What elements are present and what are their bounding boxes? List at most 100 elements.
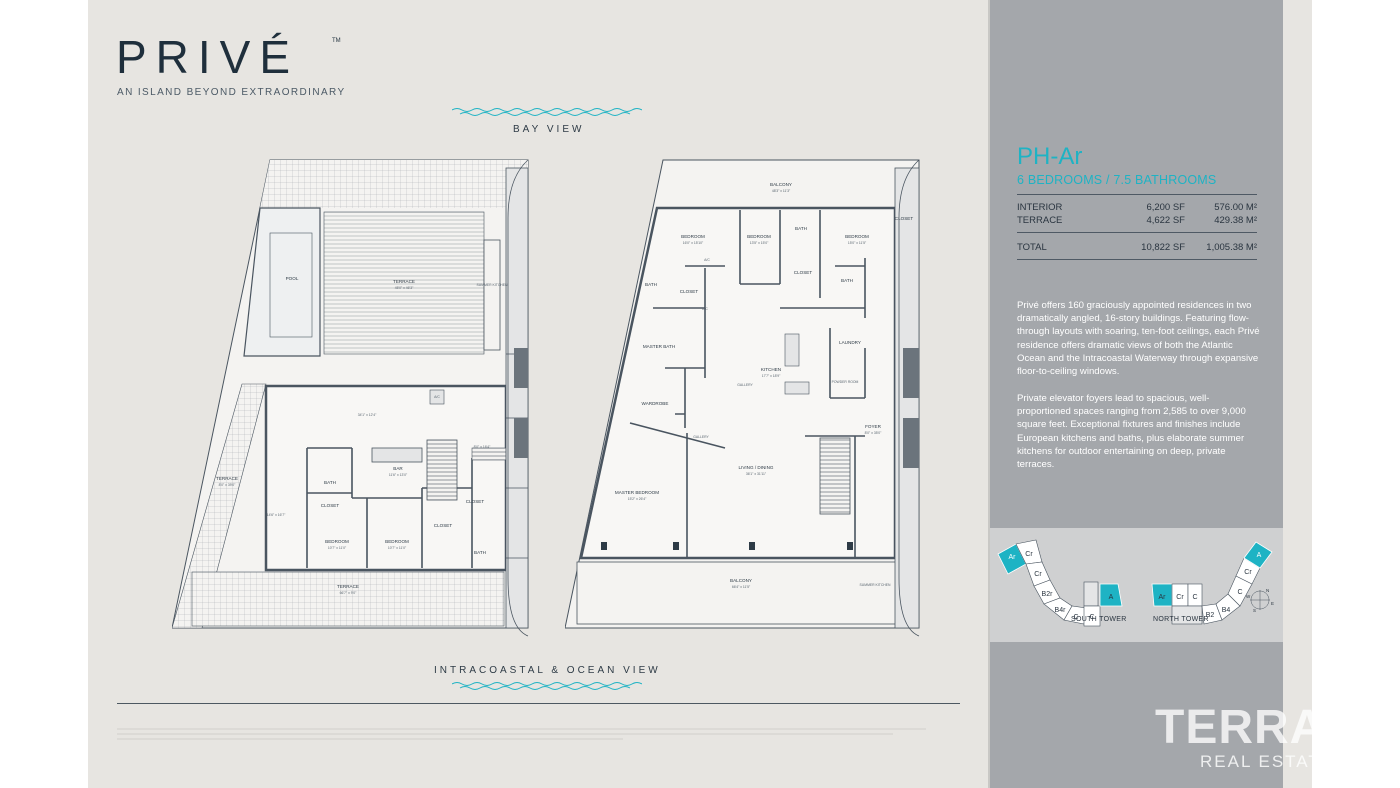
page-edge-strip xyxy=(1283,0,1312,788)
gallery-label-b: GALLERY xyxy=(693,435,709,439)
unit-rooms: 6 BEDROOMS / 7.5 BATHROOMS xyxy=(1017,173,1217,187)
bedroom-label-2: BEDROOM xyxy=(385,539,409,544)
watermark: TERRA REAL ESTATE xyxy=(1150,690,1312,788)
total-sf: 10,822 SF xyxy=(1141,242,1185,253)
bottom-balcony-dims: 66'4" x 11'5" xyxy=(732,585,751,589)
compass-e: E xyxy=(1271,601,1274,606)
north-tower-key: Ar Cr C B2 B4 C Cr A xyxy=(1151,541,1273,625)
closet-label-2: CLOSET xyxy=(466,499,485,504)
bedroom-dims-2: 10'7" x 11'0" xyxy=(388,546,407,550)
lower-level-floorplan: BALCONY 48'3" x 11'3" BEDROOM 16'0" x 15… xyxy=(565,159,920,637)
total-m2: 1,005.38 M² xyxy=(1206,242,1257,253)
description-paragraph-1: Privé offers 160 graciously appointed re… xyxy=(1017,300,1260,378)
foyer-label: FOYER xyxy=(865,424,882,429)
terrace-area-row: TERRACE 4,622 SF 429.38 M² xyxy=(1017,215,1257,227)
trademark: TM xyxy=(332,38,341,44)
bedroom-b-dims: 13'5" x 15'0" xyxy=(750,241,769,245)
south-unit-a: A xyxy=(1109,594,1114,601)
living-dining-label: LIVING / DINING xyxy=(739,465,774,470)
powder-room-label: POWDER ROOM xyxy=(832,380,859,384)
ac-label: A/C xyxy=(434,395,440,399)
master-bedroom-label: MASTER BEDROOM xyxy=(615,490,659,495)
table-top-rule xyxy=(1017,194,1257,195)
top-waves-icon xyxy=(452,108,642,116)
wardrobe-label: WARDROBE xyxy=(642,401,669,406)
side-terrace-label: TERRACE xyxy=(216,476,238,481)
top-balcony-label: BALCONY xyxy=(770,182,792,187)
north-unit-cr2: Cr xyxy=(1244,569,1252,576)
compass-s: S xyxy=(1253,608,1256,613)
watermark-line2: REAL ESTATE xyxy=(1200,752,1312,771)
gallery-dims: 8'0" x 16'4" xyxy=(474,445,492,449)
unit-info-panel xyxy=(990,0,1283,788)
north-unit-b4: B4 xyxy=(1222,607,1231,614)
summer-kitchen-label: SUMMER KITCHEN xyxy=(477,283,508,287)
closet-label-3: CLOSET xyxy=(434,523,453,528)
closet-a-label: CLOSET xyxy=(895,216,914,221)
bottom-balcony-label: BALCONY xyxy=(730,578,752,583)
bar-label: BAR xyxy=(393,466,403,471)
bath-label: BATH xyxy=(324,480,336,485)
master-bath-label: MASTER BATH xyxy=(643,344,675,349)
closet-label: CLOSET xyxy=(321,503,340,508)
closet-c-label: CLOSET xyxy=(680,289,699,294)
north-unit-c: C xyxy=(1192,594,1197,601)
bay-view-label: BAY VIEW xyxy=(513,124,585,135)
table-mid-rule xyxy=(1017,232,1257,233)
bedroom-c-dims: 15'0" x 11'5" xyxy=(848,241,867,245)
bar-dims: 11'6" x 13'0" xyxy=(389,473,408,477)
south-unit-cr1: Cr xyxy=(1025,551,1033,558)
bedroom-b-label: BEDROOM xyxy=(747,234,771,239)
footer-rule xyxy=(117,703,960,704)
south-unit-c1: C xyxy=(1073,614,1078,621)
legal-footnote xyxy=(117,728,960,748)
south-unit-cr2: Cr xyxy=(1034,571,1042,578)
terrace-label: TERRACE xyxy=(393,279,415,284)
ac-label-a: A/C xyxy=(702,307,708,311)
north-unit-c2: C xyxy=(1237,589,1242,596)
den-dims: 14'6" x 16'7" xyxy=(267,513,286,517)
south-unit-b4r: B4r xyxy=(1055,607,1067,614)
compass-n: N xyxy=(1266,588,1269,593)
terrace-m2: 429.38 M² xyxy=(1214,215,1257,226)
ac-label-b: A/C xyxy=(704,258,710,262)
bottom-waves-icon xyxy=(452,682,642,690)
tagline: AN ISLAND BEYOND EXTRAORDINARY xyxy=(117,87,346,98)
summer-kitchen-label-2: SUMMER KITCHEN xyxy=(860,583,891,587)
interior-area-row: INTERIOR 6,200 SF 576.00 M² xyxy=(1017,202,1257,214)
bottom-terrace-label: TERRACE xyxy=(337,584,359,589)
bedroom-a-label: BEDROOM xyxy=(681,234,705,239)
watermark-line1: TERRA xyxy=(1155,701,1312,754)
living-dining-dims: 36'1" x 31'11" xyxy=(746,472,767,476)
master-bedroom-dims: 15'2" x 26'4" xyxy=(628,497,647,501)
unit-name: PH-Ar xyxy=(1017,143,1083,170)
north-unit-cr: Cr xyxy=(1176,594,1184,601)
interior-sf: 6,200 SF xyxy=(1146,202,1185,213)
bedroom-label-1: BEDROOM xyxy=(325,539,349,544)
upper-level-floorplan: POOL TERRACE 45'0" x 46'3" SUMMER KITCHE… xyxy=(172,159,529,637)
kitchen-label: KITCHEN xyxy=(761,367,781,372)
interior-label: INTERIOR xyxy=(1017,202,1063,213)
top-balcony-dims: 48'3" x 11'3" xyxy=(772,189,791,193)
terrace-dims: 45'0" x 46'3" xyxy=(395,286,414,290)
key-plan-diagram: Ar Cr Cr B2r B4r C C A Ar Cr C B2 B4 C C… xyxy=(997,539,1274,627)
hall-dims: 34'1" x 12'4" xyxy=(358,413,377,417)
pool-label: POOL xyxy=(286,276,299,281)
prive-logo: PRIVÉ xyxy=(116,31,300,83)
north-tower-label: NORTH TOWER xyxy=(1153,616,1209,623)
side-terrace-dims: 8'0" x 39'0" xyxy=(219,483,237,487)
north-unit-b2: B2 xyxy=(1206,612,1215,619)
bottom-terrace-dims: 66'7" x 9'0" xyxy=(340,591,358,595)
total-area-row: TOTAL 10,822 SF 1,005.38 M² xyxy=(1017,242,1257,254)
table-bottom-rule xyxy=(1017,259,1257,260)
bath-a-label: BATH xyxy=(795,226,807,231)
south-tower-label: SOUTH TOWER xyxy=(1071,616,1127,623)
bath-label-2: BATH xyxy=(474,550,486,555)
description-paragraph-2: Private elevator foyers lead to spacious… xyxy=(1017,393,1246,471)
bedroom-dims-1: 10'7" x 11'0" xyxy=(328,546,347,550)
closet-b-label: CLOSET xyxy=(794,270,813,275)
interior-m2: 576.00 M² xyxy=(1214,202,1257,213)
gallery-label-a: GALLERY xyxy=(737,383,753,387)
foyer-dims: 8'0" x 35'0" xyxy=(865,431,883,435)
total-label: TOTAL xyxy=(1017,242,1047,253)
